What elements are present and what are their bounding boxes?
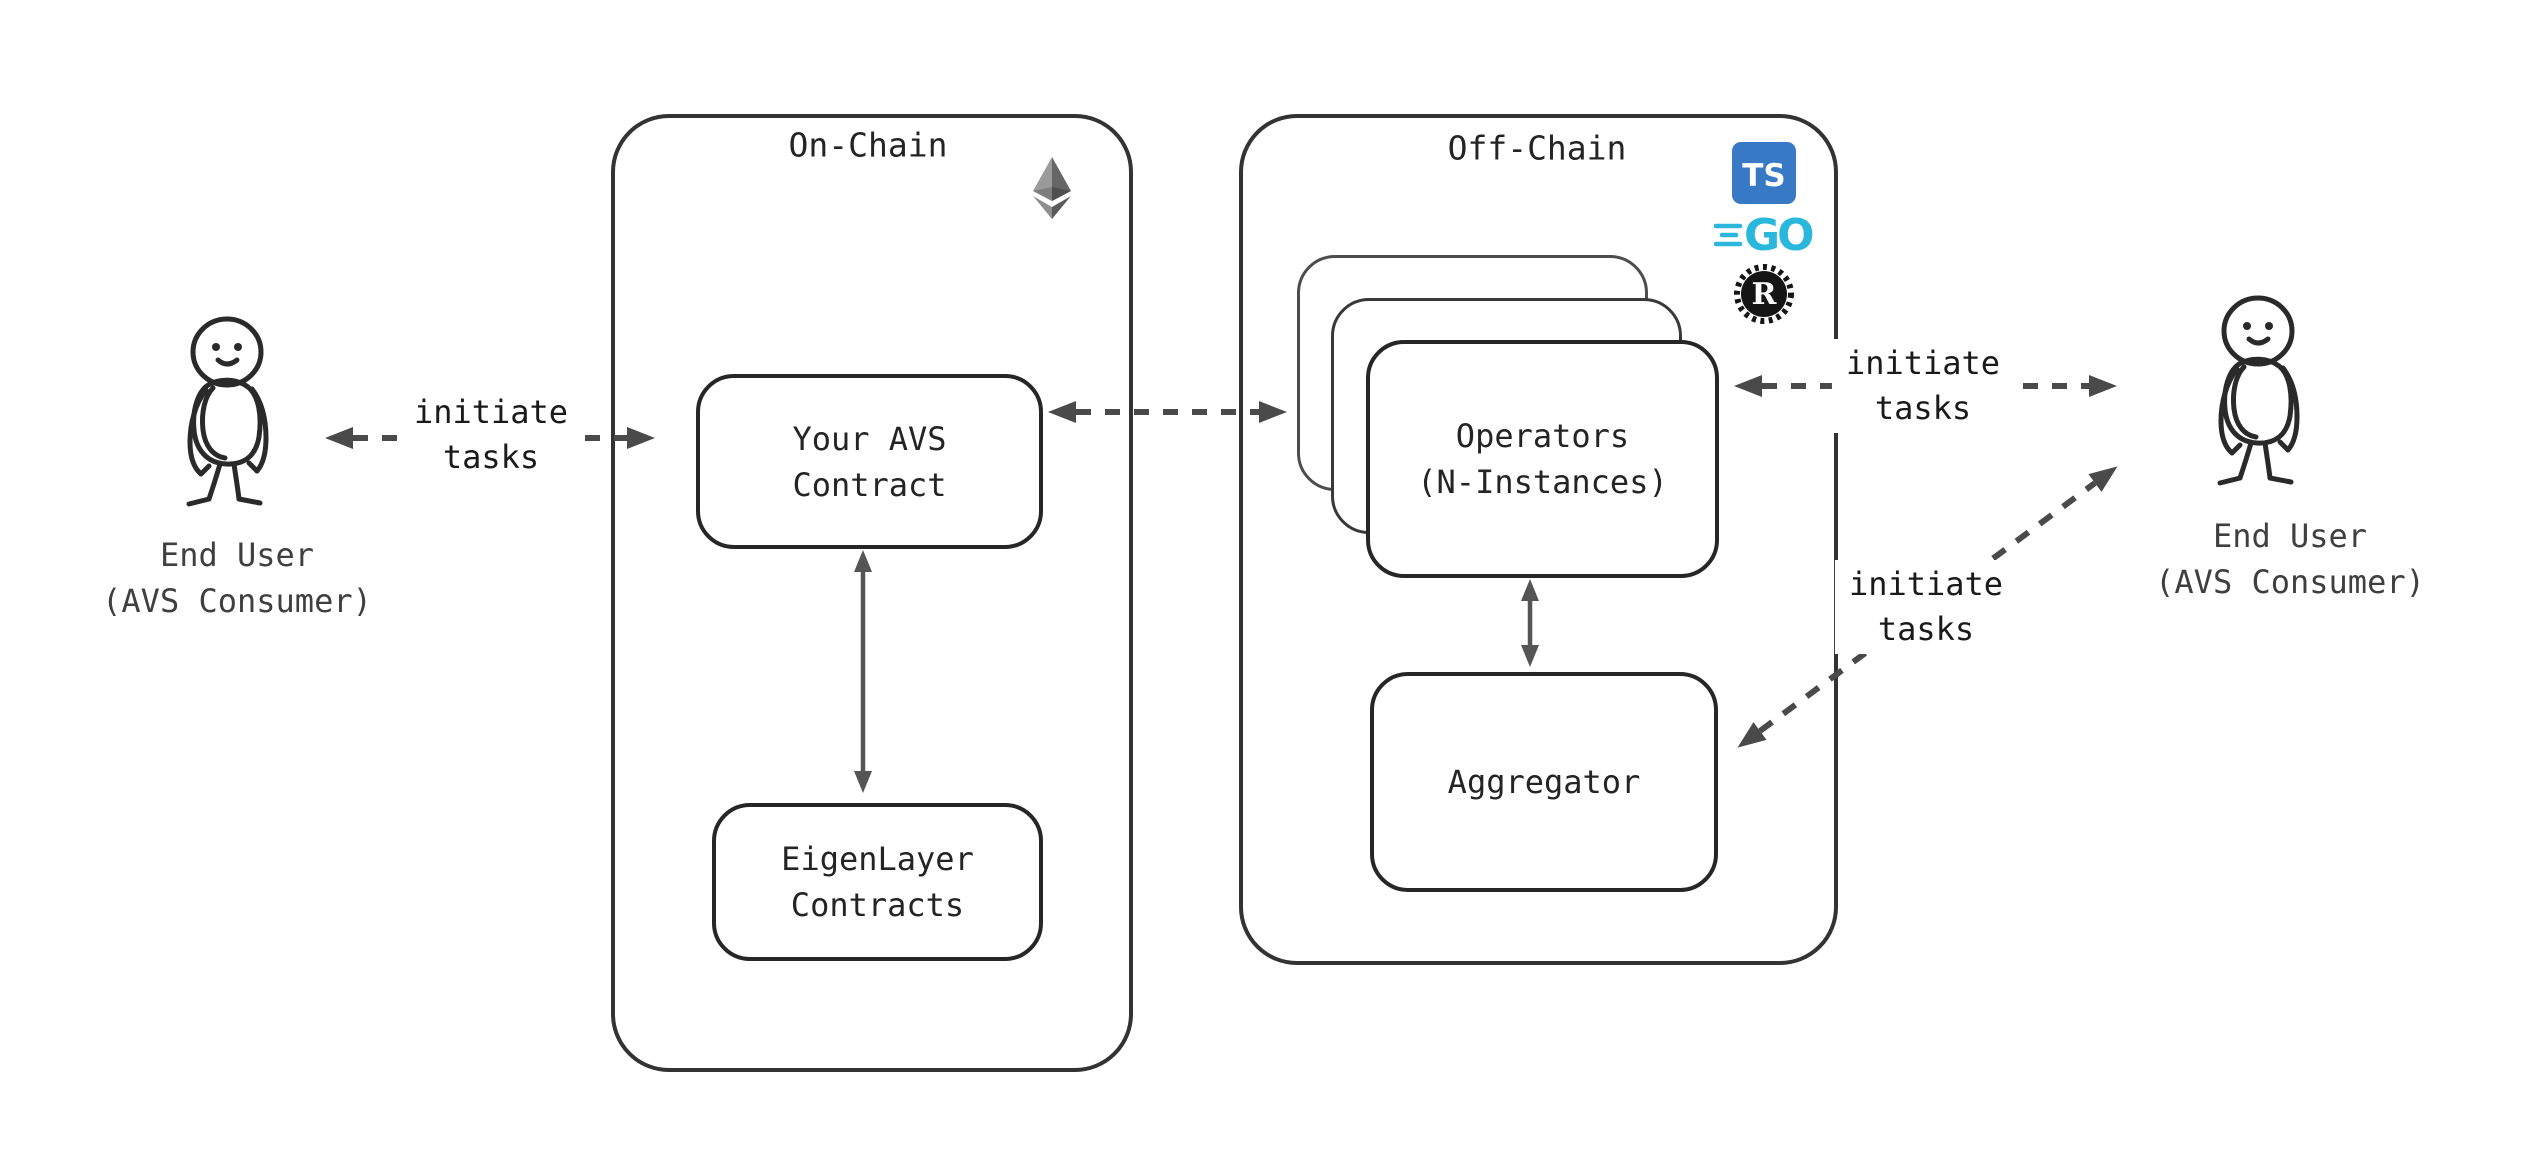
go-icon-label: GO — [1744, 210, 1813, 258]
label-operators-to-user: initiate tasks — [1831, 339, 2015, 433]
label-user-to-avs: initiate tasks — [399, 388, 583, 482]
aggregator-label: Aggregator — [1447, 763, 1641, 801]
end-user-left-name: End User — [159, 536, 315, 574]
label-operators-to-user-line2: tasks — [1874, 389, 1972, 427]
on-chain-container — [611, 114, 1133, 1072]
label-user-to-aggregator: initiate tasks — [1834, 560, 2018, 654]
operators-line2: (N-Instances) — [1417, 463, 1668, 501]
go-icon: GO — [1714, 210, 1816, 258]
node-aggregator: Aggregator — [1370, 672, 1718, 892]
rust-icon-label: R — [1752, 277, 1778, 312]
typescript-icon-label: TS — [1742, 158, 1786, 194]
end-user-right-name: End User — [2212, 517, 2368, 555]
end-user-right-subtitle: (AVS Consumer) — [2155, 563, 2425, 601]
label-user-to-avs-line1: initiate — [413, 393, 569, 431]
label-user-to-aggregator-line1: initiate — [1848, 565, 2004, 603]
label-user-to-aggregator-line2: tasks — [1877, 610, 1975, 648]
ethereum-icon — [1033, 157, 1071, 219]
node-operators: Operators (N-Instances) — [1366, 340, 1719, 578]
eigenlayer-line1: EigenLayer — [781, 840, 974, 878]
avs-contract-line2: Contract — [792, 465, 947, 504]
typescript-icon: TS — [1732, 142, 1796, 204]
rust-icon: R — [1734, 264, 1794, 324]
end-user-left-figure — [163, 316, 303, 511]
label-user-to-avs-line2: tasks — [442, 438, 540, 476]
operators-line1: Operators — [1455, 417, 1630, 455]
end-user-left-subtitle: (AVS Consumer) — [102, 582, 372, 620]
label-operators-to-user-line1: initiate — [1845, 344, 2001, 382]
end-user-right-figure — [2194, 295, 2334, 490]
avs-contract-line1: Your AVS — [792, 419, 947, 458]
on-chain-title: On-Chain — [788, 125, 948, 165]
off-chain-title: Off-Chain — [1447, 128, 1627, 168]
node-eigenlayer-contracts: EigenLayer Contracts — [712, 803, 1043, 961]
node-avs-contract: Your AVS Contract — [696, 374, 1043, 549]
eigenlayer-line2: Contracts — [790, 886, 965, 924]
